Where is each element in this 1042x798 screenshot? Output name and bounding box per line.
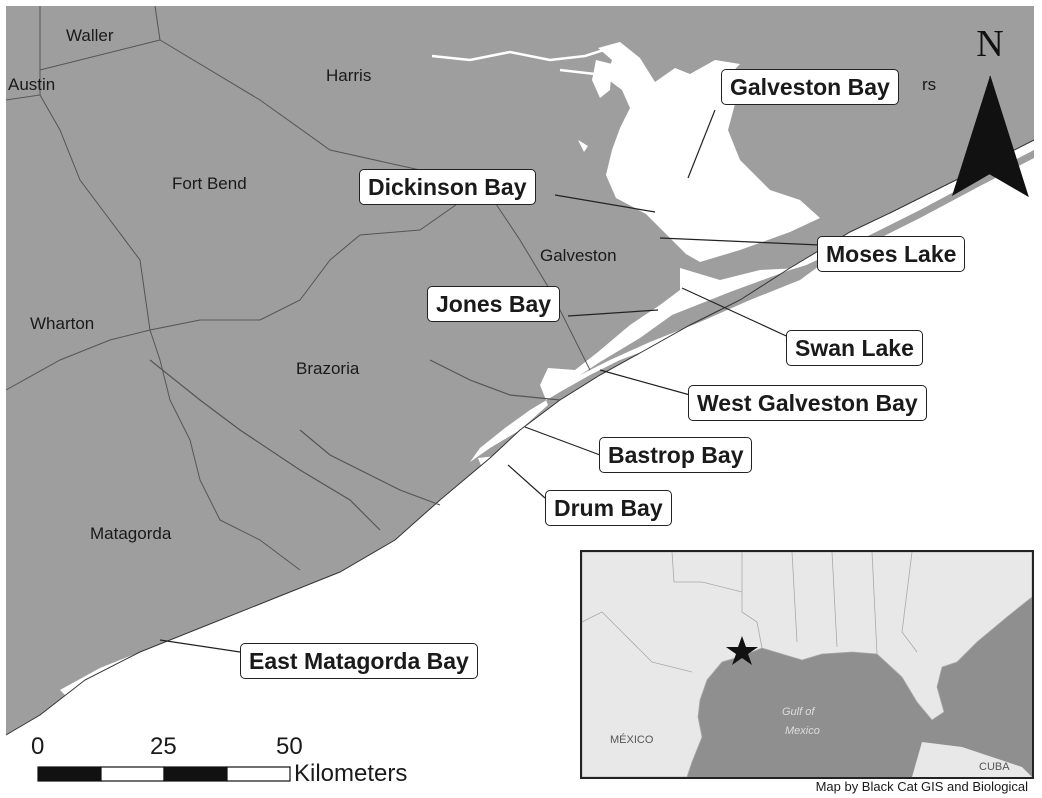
inset-label-gulf-2: Mexico — [785, 725, 820, 737]
county-label-austin: Austin — [8, 75, 55, 94]
label-jones-bay: Jones Bay — [427, 286, 561, 322]
upper-channel-water — [431, 46, 611, 76]
drum-bay-water — [478, 426, 560, 470]
county-label-brazoria: Brazoria — [296, 359, 360, 378]
label-bastrop-bay: Bastrop Bay — [599, 437, 753, 473]
scale-tick-50: 50 — [276, 733, 303, 760]
county-label-matagorda: Matagorda — [90, 524, 172, 543]
county-label-chambers: rs — [922, 75, 936, 94]
county-boundaries — [5, 5, 591, 571]
label-moses-lake: Moses Lake — [817, 236, 966, 272]
map-credit: Map by Black Cat GIS and Biological — [815, 779, 1028, 794]
scale-tick-25: 25 — [150, 733, 177, 760]
inset-label-mexico: MÉXICO — [610, 733, 654, 746]
land-mass — [6, 6, 1034, 735]
inset-land — [582, 552, 1032, 777]
upper-bay-waters — [578, 60, 676, 152]
county-label-wharton: Wharton — [30, 314, 94, 333]
label-east-matagorda-bay: East Matagorda Bay — [240, 643, 478, 679]
county-label-galveston: Galveston — [540, 246, 617, 265]
label-swan-lake: Swan Lake — [786, 330, 923, 366]
leader-lines — [159, 109, 821, 653]
galveston-bay-water — [598, 42, 820, 262]
inset-label-gulf-1: Gulf of — [782, 706, 815, 718]
scale-unit: Kilometers — [294, 760, 408, 787]
label-galveston-bay: Galveston Bay — [721, 69, 899, 105]
east-matagorda-bay-water — [60, 616, 250, 700]
county-label-fort-bend: Fort Bend — [172, 174, 247, 193]
label-drum-bay: Drum Bay — [545, 490, 672, 526]
inset-locator-map: MÉXICO Gulf of Mexico CUBA — [580, 550, 1034, 779]
inset-state-borders — [582, 552, 918, 673]
county-label-harris: Harris — [326, 66, 371, 85]
west-galveston-bay-water — [470, 260, 840, 462]
inset-label-cuba: CUBA — [979, 761, 1010, 773]
label-west-galveston-bay: West Galveston Bay — [688, 385, 927, 421]
inset-cuba — [912, 742, 1032, 777]
north-arrow-label: N — [976, 23, 1003, 65]
county-label-waller: Waller — [66, 26, 114, 45]
location-star-icon — [726, 636, 758, 665]
scale-tick-0: 0 — [31, 733, 45, 760]
label-dickinson-bay: Dickinson Bay — [359, 169, 536, 205]
north-arrow-icon-half — [989, 75, 1029, 198]
north-arrow-icon — [952, 76, 990, 196]
scale-bar — [37, 766, 291, 782]
river — [149, 359, 561, 531]
